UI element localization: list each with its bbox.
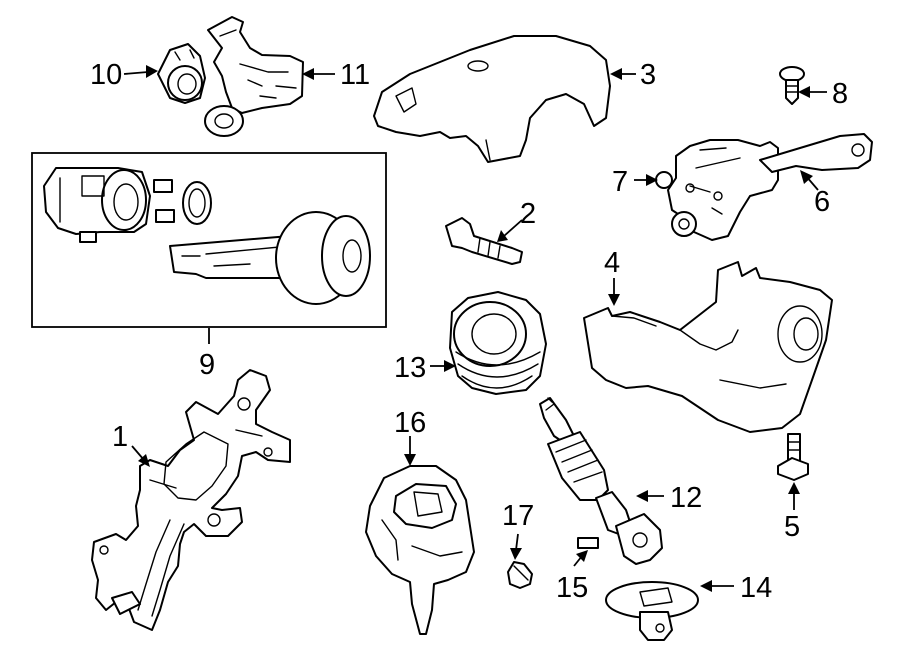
callout-4: 4 xyxy=(604,247,620,279)
callout-11: 11 xyxy=(340,59,370,91)
callout-labels: 10 11 3 8 7 6 2 4 9 13 16 1 12 5 17 15 1… xyxy=(90,59,848,604)
callout-13: 13 xyxy=(394,352,426,384)
callout-16: 16 xyxy=(394,407,426,439)
part-4-lower-shroud[interactable] xyxy=(583,261,833,433)
callout-5: 5 xyxy=(784,511,800,543)
callout-9: 9 xyxy=(199,349,215,381)
part-16-ignition-switch[interactable] xyxy=(365,465,475,635)
part-14-tilt-lever[interactable] xyxy=(605,581,699,641)
part-1-steering-column[interactable] xyxy=(91,369,291,631)
part-11-switch-housing[interactable] xyxy=(204,16,304,137)
part-8-fastener[interactable] xyxy=(779,66,805,105)
callout-8: 8 xyxy=(832,78,848,110)
part-12-intermediate-shaft[interactable] xyxy=(539,397,663,565)
callout-17: 17 xyxy=(502,500,534,532)
callout-2: 2 xyxy=(520,198,536,230)
callout-1: 1 xyxy=(112,421,128,453)
callout-7: 7 xyxy=(612,166,628,198)
callout-10: 10 xyxy=(90,59,122,91)
callout-12: 12 xyxy=(670,482,702,514)
callout-14: 14 xyxy=(740,572,772,604)
part-15-clip[interactable] xyxy=(577,537,599,549)
part-5-bolt[interactable] xyxy=(777,433,809,481)
part-9-kit-frame xyxy=(31,152,387,328)
callout-3: 3 xyxy=(640,59,656,91)
part-3-upper-shroud[interactable] xyxy=(373,35,611,163)
part-9-lock-cylinder-kit[interactable] xyxy=(43,167,371,305)
part-10-lock-cylinder-ring[interactable] xyxy=(157,43,206,104)
leader-lines xyxy=(123,65,827,592)
part-2-bolt[interactable] xyxy=(445,217,523,265)
part-6-7-combination-switch[interactable] xyxy=(655,133,873,241)
part-17-cap[interactable] xyxy=(507,561,533,589)
callout-15: 15 xyxy=(556,572,588,604)
part-13-boot-collar[interactable] xyxy=(449,291,547,395)
callout-6: 6 xyxy=(814,186,830,218)
